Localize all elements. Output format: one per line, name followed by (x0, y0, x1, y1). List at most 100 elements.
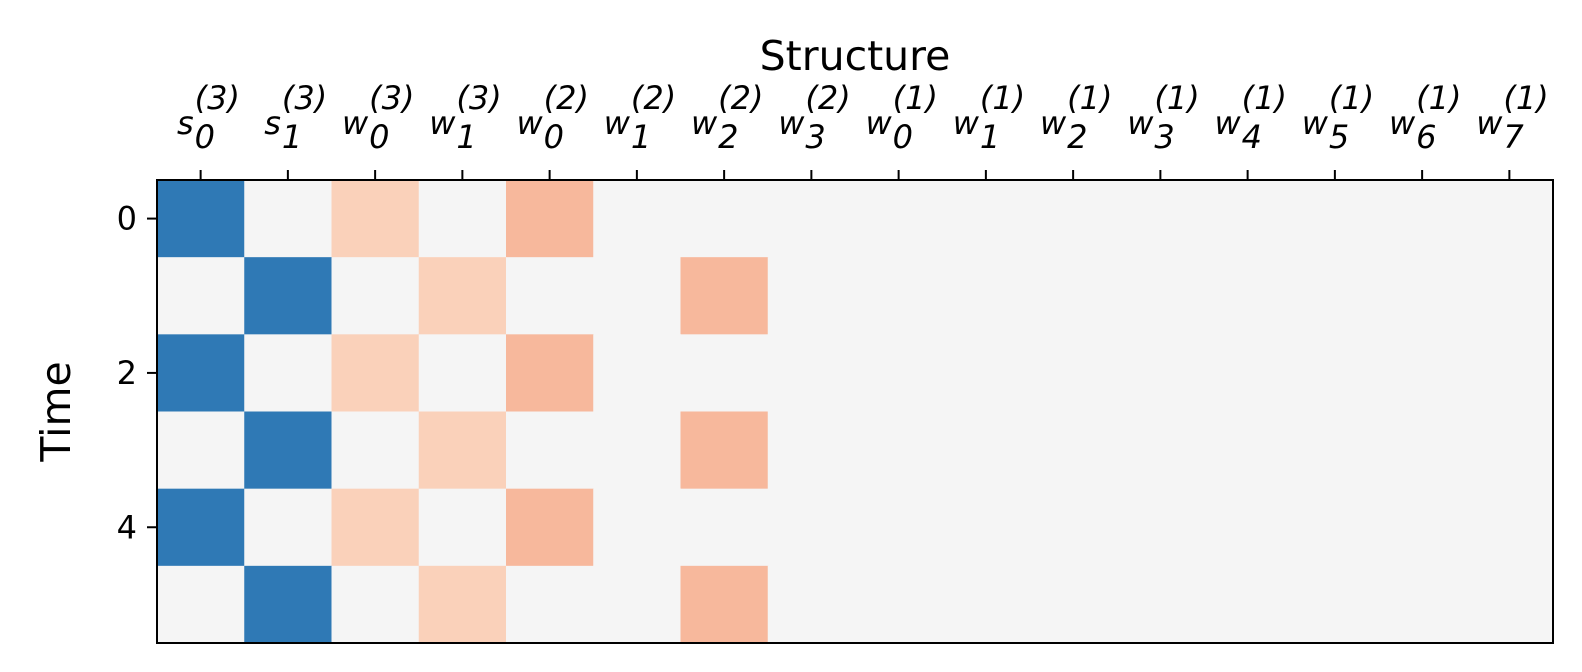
y-tick-label: 2 (117, 354, 137, 392)
heatmap-cell (1291, 334, 1380, 413)
chart-title: Structure (760, 32, 951, 80)
heatmap-cell (855, 257, 943, 335)
x-tick-label-superscript: (3) (195, 79, 240, 117)
x-tick-label-subscript: 5 (1329, 118, 1349, 156)
heatmap-cell (418, 565, 507, 644)
heatmap-cell (418, 257, 507, 335)
heatmap-cell (680, 565, 769, 644)
heatmap-cell (1465, 180, 1554, 258)
y-axis-ticks: 0 2 4 (117, 200, 157, 546)
heatmap-cell (1291, 180, 1380, 258)
heatmap-cell (418, 334, 507, 413)
heatmap-cell (593, 488, 682, 567)
heatmap-cell (1116, 180, 1205, 258)
heatmap-cell (157, 257, 245, 335)
heatmap-cells (157, 180, 1554, 644)
x-tick-label-superscript: (1) (980, 79, 1025, 117)
x-tick-label-superscript: (3) (456, 79, 501, 117)
heatmap-cell (1291, 488, 1380, 567)
plot-frame (156, 179, 1554, 644)
x-tick-label-base: w (1127, 104, 1154, 142)
x-tick-label-superscript: (1) (1416, 79, 1461, 117)
x-tick-label-subscript: 1 (282, 118, 302, 156)
heatmap-cell (418, 180, 507, 258)
x-tick-label-superscript: (2) (631, 79, 676, 117)
heatmap-cell (1029, 180, 1118, 258)
y-tick-label: 4 (117, 508, 137, 546)
heatmap-cell (855, 180, 943, 258)
heatmap-cell (1116, 257, 1205, 335)
heatmap-cell (855, 488, 943, 567)
heatmap-cell (1204, 334, 1292, 413)
heatmap-cell (331, 565, 420, 644)
x-tick-label-subscript: 0 (544, 118, 564, 156)
x-tick-label-base: w (516, 104, 543, 142)
x-tick-label-subscript: 1 (631, 118, 651, 156)
heatmap-cell (680, 488, 769, 567)
heatmap-cell (942, 565, 1031, 644)
heatmap-cell (1291, 565, 1380, 644)
x-tick-label-base: w (604, 104, 631, 142)
heatmap-cell (680, 257, 769, 335)
x-tick-label-base: w (1214, 104, 1241, 142)
x-tick-label-base: w (691, 104, 718, 142)
heatmap-cell (593, 334, 682, 413)
x-tick-label-base: w (342, 104, 369, 142)
heatmap-cell (767, 257, 856, 335)
heatmap-cell (331, 488, 420, 567)
heatmap-cell (157, 565, 245, 644)
heatmap-cell (855, 565, 943, 644)
x-tick-label-superscript: (3) (369, 79, 414, 117)
heatmap-cell (767, 488, 856, 567)
x-tick-label-superscript: (1) (1242, 79, 1287, 117)
x-tick-label-superscript: (1) (1503, 79, 1548, 117)
heatmap-cell (331, 180, 420, 258)
heatmap-cell (244, 257, 333, 335)
heatmap-cell (1029, 411, 1118, 490)
heatmap-cell (506, 257, 594, 335)
heatmap-cell (1204, 411, 1292, 490)
heatmap-cell (418, 488, 507, 567)
heatmap-cell (680, 411, 769, 490)
heatmap-cell (593, 180, 682, 258)
heatmap-cell (157, 488, 245, 567)
heatmap-cell (1029, 488, 1118, 567)
heatmap-cell (1029, 257, 1118, 335)
heatmap-cell (1378, 565, 1467, 644)
x-tick-label-base: w (1302, 104, 1329, 142)
heatmap-cell (506, 411, 594, 490)
x-tick-label-superscript: (3) (282, 79, 327, 117)
heatmap-cell (1204, 257, 1292, 335)
x-tick-label-base: s (177, 104, 194, 142)
heatmap-cell (157, 180, 245, 258)
heatmap-cell (331, 334, 420, 413)
y-tick-label: 0 (117, 200, 137, 238)
heatmap-cell (1116, 488, 1205, 567)
heatmap-cell (1116, 334, 1205, 413)
y-axis-label: Time (32, 361, 80, 462)
heatmap-cell (593, 565, 682, 644)
heatmap-cell (593, 257, 682, 335)
x-tick-label-subscript: 2 (718, 118, 738, 156)
heatmap-cell (506, 180, 594, 258)
heatmap-cell (942, 257, 1031, 335)
x-tick-label-subscript: 2 (1067, 118, 1087, 156)
x-tick-label-subscript: 3 (1154, 118, 1174, 156)
heatmap-cell (1465, 334, 1554, 413)
x-tick-label-superscript: (2) (718, 79, 763, 117)
heatmap-cell (1378, 180, 1467, 258)
x-tick-label-superscript: (1) (1154, 79, 1199, 117)
x-tick-label-subscript: 1 (980, 118, 1000, 156)
x-tick-label-base: w (778, 104, 805, 142)
heatmap-cell (506, 565, 594, 644)
heatmap-cell (506, 334, 594, 413)
